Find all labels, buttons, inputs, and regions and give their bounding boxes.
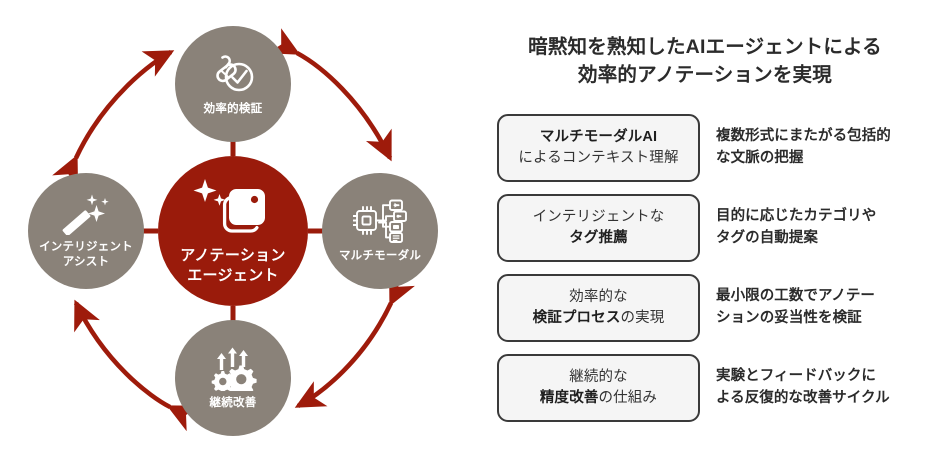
chip-normal-text: の実現 bbox=[620, 310, 665, 326]
arc-group bbox=[52, 28, 415, 432]
feature-description: 目的に応じたカテゴリや タグの自動提案 bbox=[716, 208, 877, 246]
chip-normal-text: の仕組み bbox=[598, 390, 658, 406]
feature-chip[interactable]: 継続的な 精度改善の仕組み bbox=[497, 354, 700, 422]
cycle-node-label: 継続改善 bbox=[209, 397, 257, 410]
chip-normal-text: 継続的な bbox=[569, 369, 628, 386]
feature-chip[interactable]: 効率的な 検証プロセスの実現 bbox=[497, 274, 700, 342]
chip-line-2: 精度改善の仕組み bbox=[540, 388, 657, 409]
feature-row: インテリジェントな タグ推薦 目的に応じたカテゴリや タグの自動提案 bbox=[497, 192, 940, 264]
cycle-node-multimodal[interactable]: マルチモーダル bbox=[322, 173, 438, 289]
stamp-check-icon bbox=[208, 51, 258, 97]
chip-multimodal-icon bbox=[352, 198, 407, 244]
feature-row: 効率的な 検証プロセスの実現 最小限の工数でアノテー ションの妥当性を検証 bbox=[497, 272, 940, 344]
chip-line-1: 継続的な bbox=[569, 367, 628, 388]
cycle-node-label: インテリジェント アシスト bbox=[39, 241, 133, 268]
chip-bold-text: 精度改善 bbox=[539, 390, 599, 406]
chip-line-2: 検証プロセスの実現 bbox=[533, 308, 665, 329]
chip-bold-text: マルチモーダルAI bbox=[539, 129, 658, 146]
feature-chip[interactable]: マルチモーダルAI によるコンテキスト理解 bbox=[497, 114, 700, 182]
feature-chip[interactable]: インテリジェントな タグ推薦 bbox=[497, 194, 700, 262]
cycle-node-label: マルチモーダル bbox=[338, 250, 422, 263]
chip-normal-text: 効率的な bbox=[569, 289, 628, 306]
diagram-connectors bbox=[52, 28, 415, 432]
cycle-node-label: 効率的検証 bbox=[203, 103, 263, 116]
feature-row: 継続的な 精度改善の仕組み 実験とフィードバックに よる反復的な改善サイクル bbox=[497, 352, 940, 424]
feature-row: マルチモーダルAI によるコンテキスト理解 複数形式にまたがる包括的 な文脈の把… bbox=[497, 112, 940, 184]
annotation-tag-sparkle-icon bbox=[191, 177, 275, 239]
chip-line-2: によるコンテキスト理解 bbox=[518, 148, 678, 169]
arc-right-bottom bbox=[294, 273, 415, 409]
right-panel: 暗黙知を熟知したAIエージェントによる 効率的アノテーションを実現 マルチモーダ… bbox=[470, 0, 940, 450]
gears-growth-arrows-icon bbox=[208, 345, 258, 397]
chip-line-1: 効率的な bbox=[569, 287, 628, 308]
cycle-node-efficient-verification[interactable]: 効率的検証 bbox=[175, 26, 291, 142]
chip-line-1: インテリジェントな bbox=[533, 207, 665, 228]
arc-left-top bbox=[52, 49, 175, 188]
chip-line-2: タグ推薦 bbox=[569, 228, 628, 249]
cycle-node-continuous-improvement[interactable]: 継続改善 bbox=[175, 320, 291, 436]
cycle-node-annotation-agent[interactable]: アノテーション エージェント bbox=[158, 156, 308, 306]
chip-line-1: マルチモーダルAI bbox=[540, 127, 657, 148]
feature-rows: マルチモーダルAI によるコンテキスト理解 複数形式にまたがる包括的 な文脈の把… bbox=[497, 112, 940, 424]
feature-description: 実験とフィードバックに よる反復的な改善サイクル bbox=[716, 368, 890, 406]
panel-heading: 暗黙知を熟知したAIエージェントによる 効率的アノテーションを実現 bbox=[528, 36, 882, 87]
cycle-diagram: 効率的検証 bbox=[28, 26, 438, 436]
chip-normal-text: によるコンテキスト理解 bbox=[518, 150, 679, 166]
chip-normal-text: インテリジェントな bbox=[532, 209, 665, 226]
chip-bold-text: タグ推薦 bbox=[569, 230, 628, 246]
cycle-node-intelligent-assist[interactable]: インテリジェント アシスト bbox=[28, 173, 144, 289]
arc-top-right bbox=[267, 28, 393, 162]
chip-bold-text: 検証プロセス bbox=[532, 310, 621, 326]
cycle-node-label: アノテーション エージェント bbox=[180, 247, 286, 284]
magic-wand-sparkle-icon bbox=[62, 193, 110, 237]
feature-description: 最小限の工数でアノテー ションの妥当性を検証 bbox=[716, 288, 875, 326]
feature-description: 複数形式にまたがる包括的 な文脈の把握 bbox=[716, 128, 891, 166]
arc-bottom-left bbox=[73, 299, 200, 432]
